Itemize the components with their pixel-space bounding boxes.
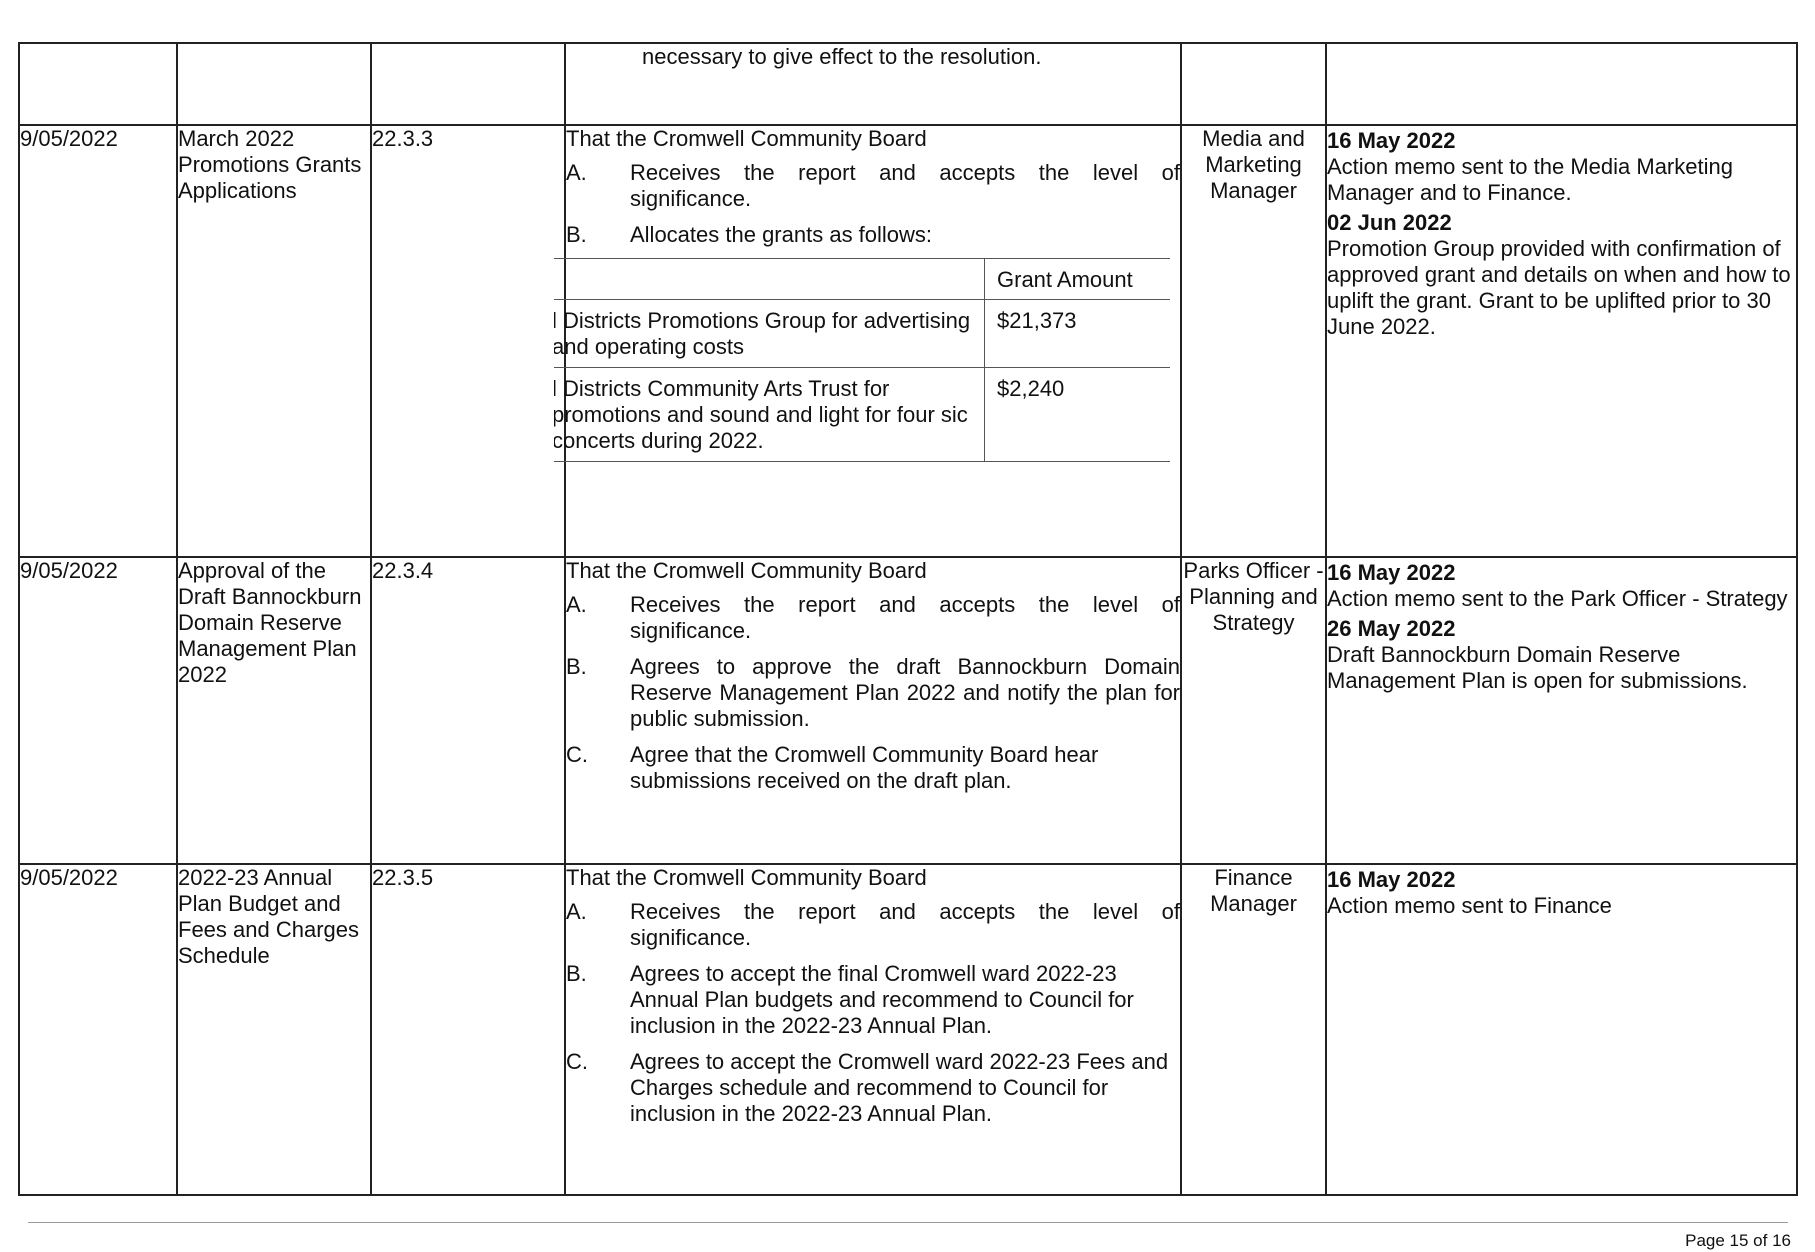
grants-header-recipient xyxy=(554,258,985,300)
resolution-item: C. Agrees to accept the Cromwell ward 20… xyxy=(566,1049,1180,1127)
grant-amount: $2,240 xyxy=(984,367,1170,462)
resolution-text: That the Cromwell Community Board A. Rec… xyxy=(564,556,1182,865)
action-date: 16 May 2022 xyxy=(1327,560,1456,585)
resolution-item: A. Receives the report and accepts the l… xyxy=(566,160,1180,212)
item-letter: B. xyxy=(566,961,587,986)
responsible-officer: Media and Marketing Manager xyxy=(1180,124,1327,558)
action-taken: 16 May 2022 Action memo sent to the Medi… xyxy=(1325,124,1798,558)
item-text: Agree that the Cromwell Community Board … xyxy=(630,742,1099,793)
resolutions-table: necessary to give effect to the resoluti… xyxy=(18,42,1798,1196)
continuation-date-cell xyxy=(18,42,178,126)
responsible-officer: Parks Officer - Planning and Strategy xyxy=(1180,556,1327,865)
resolution-item: B. Agrees to accept the final Cromwell w… xyxy=(566,961,1180,1039)
meeting-date: 9/05/2022 xyxy=(18,556,178,865)
action-note: Action memo sent to Finance xyxy=(1327,893,1612,918)
continuation-responsible-cell xyxy=(1180,42,1327,126)
footer-divider xyxy=(28,1222,1788,1223)
grants-table: Grant Amount l Districts Promotions Grou… xyxy=(554,258,1170,462)
resolution-ref: 22.3.4 xyxy=(370,556,566,865)
grant-recipient: l Districts Community Arts Trust for pro… xyxy=(554,367,985,462)
action-taken: 16 May 2022 Action memo sent to the Park… xyxy=(1325,556,1798,865)
item-letter: C. xyxy=(566,742,588,767)
grant-amount: $21,373 xyxy=(984,299,1170,368)
report-title: 2022-23 Annual Plan Budget and Fees and … xyxy=(176,863,372,1196)
grant-row: l Districts Promotions Group for adverti… xyxy=(554,299,1170,368)
action-date: 16 May 2022 xyxy=(1327,128,1456,153)
meeting-date: 9/05/2022 xyxy=(18,863,178,1196)
item-text: Receives the report and accepts the leve… xyxy=(630,160,1180,211)
resolution-ref: 22.3.5 xyxy=(370,863,566,1196)
action-date: 16 May 2022 xyxy=(1327,867,1456,892)
resolution-text: That the Cromwell Community Board A. Rec… xyxy=(554,124,1182,558)
resolution-text: That the Cromwell Community Board A. Rec… xyxy=(564,863,1182,1196)
resolution-item: A. Receives the report and accepts the l… xyxy=(566,899,1180,951)
resolution-item: B. Agrees to approve the draft Bannockbu… xyxy=(566,654,1180,732)
action-taken: 16 May 2022 Action memo sent to Finance xyxy=(1325,863,1798,1196)
grants-table-wrapper: Grant Amount l Districts Promotions Grou… xyxy=(554,258,1192,463)
resolution-intro: That the Cromwell Community Board xyxy=(566,126,927,151)
resolution-item: B. Allocates the grants as follows: xyxy=(566,222,1180,248)
item-letter: A. xyxy=(566,592,587,617)
resolution-item: A. Receives the report and accepts the l… xyxy=(566,592,1180,644)
item-text: Agrees to approve the draft Bannockburn … xyxy=(630,654,1180,731)
continuation-action-cell xyxy=(1325,42,1798,126)
resolution-intro: That the Cromwell Community Board xyxy=(566,865,927,890)
grants-header-amount: Grant Amount xyxy=(984,258,1170,300)
page-number: Page 15 of 16 xyxy=(1685,1231,1791,1250)
action-note: Draft Bannockburn Domain Reserve Managem… xyxy=(1327,642,1748,693)
continuation-resolution-cell: necessary to give effect to the resoluti… xyxy=(564,42,1182,126)
continuation-ref-cell xyxy=(370,42,566,126)
continuation-row: necessary to give effect to the resoluti… xyxy=(18,42,1798,126)
table-row: 9/05/2022 March 2022 Promotions Grants A… xyxy=(18,124,1798,558)
item-letter: A. xyxy=(566,899,587,924)
item-text: Receives the report and accepts the leve… xyxy=(630,899,1180,950)
grants-header-row: Grant Amount xyxy=(554,258,1170,300)
item-letter: B. xyxy=(566,222,587,247)
action-note: Promotion Group provided with confirmati… xyxy=(1327,236,1791,339)
resolution-item: C. Agree that the Cromwell Community Boa… xyxy=(566,742,1180,794)
grant-recipient: l Districts Promotions Group for adverti… xyxy=(554,299,985,368)
grant-row: l Districts Community Arts Trust for pro… xyxy=(554,367,1170,462)
item-text: Allocates the grants as follows: xyxy=(630,222,933,247)
action-note: Action memo sent to the Media Marketing … xyxy=(1327,154,1733,205)
action-date: 02 Jun 2022 xyxy=(1327,210,1452,235)
item-text: Receives the report and accepts the leve… xyxy=(630,592,1180,643)
table-row: 9/05/2022 Approval of the Draft Bannockb… xyxy=(18,556,1798,865)
item-letter: C. xyxy=(566,1049,588,1074)
item-letter: A. xyxy=(566,160,587,185)
item-text: Agrees to accept the final Cromwell ward… xyxy=(630,961,1134,1038)
resolution-intro: That the Cromwell Community Board xyxy=(566,558,927,583)
item-letter: B. xyxy=(566,654,587,679)
table-row: 9/05/2022 2022-23 Annual Plan Budget and… xyxy=(18,863,1798,1196)
responsible-officer: Finance Manager xyxy=(1180,863,1327,1196)
resolution-ref: 22.3.3 xyxy=(370,124,566,558)
continuation-title-cell xyxy=(176,42,372,126)
item-text: Agrees to accept the Cromwell ward 2022-… xyxy=(630,1049,1169,1126)
action-note: Action memo sent to the Park Officer - S… xyxy=(1327,586,1788,611)
meeting-date: 9/05/2022 xyxy=(18,124,178,558)
report-title: March 2022 Promotions Grants Application… xyxy=(176,124,372,558)
continuation-text: necessary to give effect to the resoluti… xyxy=(642,44,1042,69)
report-title: Approval of the Draft Bannockburn Domain… xyxy=(176,556,372,865)
action-date: 26 May 2022 xyxy=(1327,616,1456,641)
